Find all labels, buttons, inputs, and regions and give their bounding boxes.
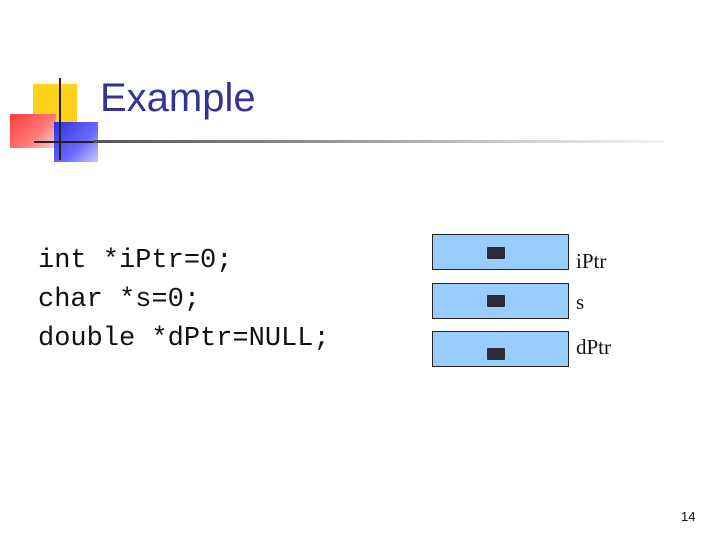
memory-cell-iptr [432,234,569,270]
title-logo-icon [0,70,110,170]
memory-cell-dptr [432,331,569,367]
code-line: char *s=0; [38,285,201,315]
slide-title: Example [100,76,256,120]
null-pointer-icon [487,295,505,307]
code-line: int *iPtr=0; [38,246,233,276]
code-line: double *dPtr=NULL; [38,324,330,354]
logo-vertical-line [59,78,61,160]
memory-cell-label: dPtr [576,335,612,359]
null-pointer-icon [487,247,505,259]
memory-cell-s [432,283,569,319]
title-underline [94,140,664,143]
null-pointer-icon [487,348,505,360]
memory-cell-label: s [576,290,585,314]
code-block: int *iPtr=0; char *s=0; double *dPtr=NUL… [38,242,330,359]
logo-horizontal-line [34,141,96,143]
memory-cell-label: iPtr [576,249,607,273]
page-number: 14 [681,509,696,524]
